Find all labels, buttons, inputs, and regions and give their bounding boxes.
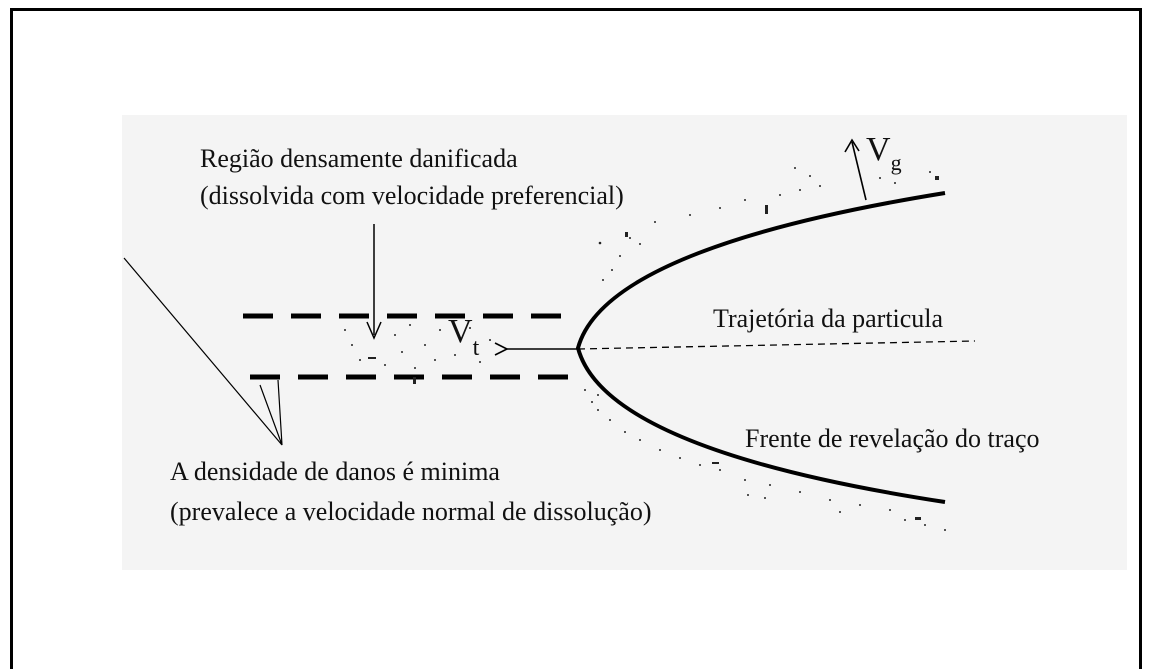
- vg-subscript: g: [891, 150, 902, 175]
- dense-region-label-line2: (dissolvida com velocidade preferencial): [200, 181, 624, 210]
- figure-panel: [122, 115, 1127, 570]
- revelation-front-label: Frente de revelação do traço: [745, 424, 1040, 453]
- vg-arrow: [851, 141, 867, 201]
- revelation-front-curve: [575, 191, 946, 504]
- trajectory-label: Trajetória da particula: [713, 304, 944, 333]
- vt-label: Vt: [448, 313, 480, 361]
- vg-arrowhead: [844, 138, 860, 153]
- dense-region-label-line1: Região densamente danificada: [200, 144, 518, 173]
- vg-base: V: [866, 131, 891, 168]
- min-damage-label-line2: (prevalece a velocidade normal de dissol…: [170, 497, 652, 526]
- vt-subscript: t: [473, 335, 480, 361]
- min-damage-pointer-lines: [123, 257, 283, 446]
- dense-region-pointer-head: [366, 321, 382, 340]
- min-damage-label-line1: A densidade de danos é minima: [170, 457, 500, 486]
- damage-speckles: [344, 167, 946, 531]
- particle-trajectory-line: [577, 340, 976, 350]
- vg-label: Vg: [866, 131, 902, 175]
- vt-base: V: [448, 313, 473, 350]
